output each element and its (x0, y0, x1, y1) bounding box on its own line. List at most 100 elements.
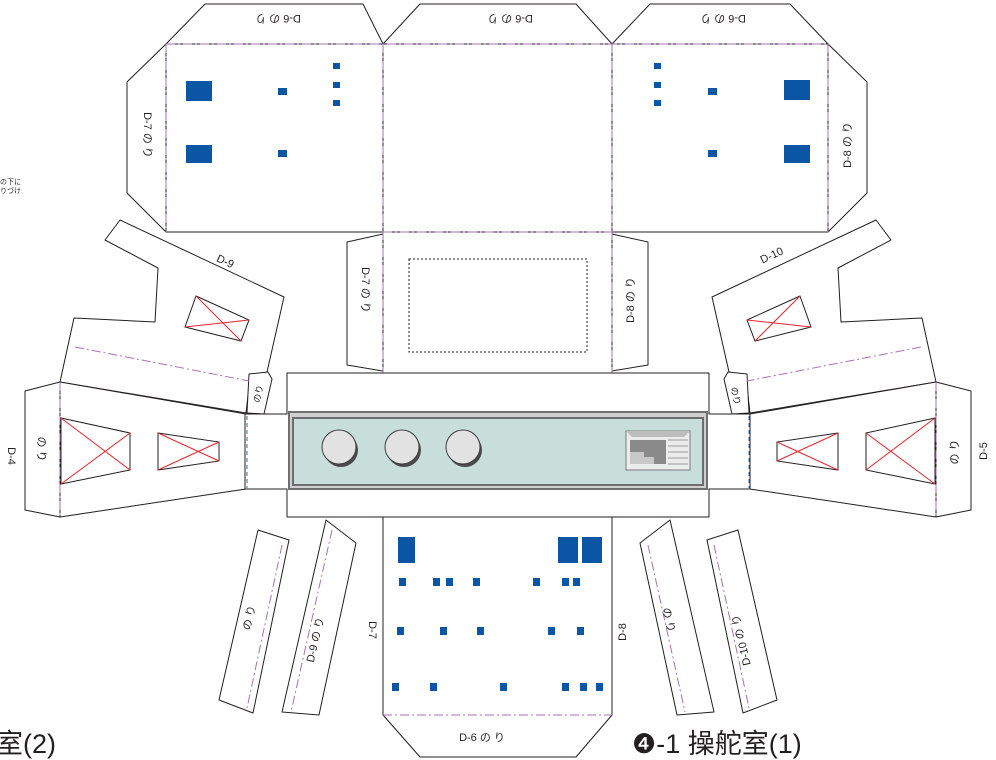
side-note: の下に (0, 178, 21, 186)
glue-label: D-8 の り (841, 122, 854, 168)
glue-label: D-6 の り (700, 12, 746, 25)
part-label: D-5 (978, 442, 990, 460)
cutout-window (157, 432, 220, 471)
glue-label: D-7 の り (359, 267, 372, 313)
glue-label: のり (252, 384, 266, 404)
glue-label: の り (659, 606, 677, 633)
glue-label: D-6 の り (459, 731, 505, 744)
strip (281, 519, 357, 716)
fold-line (74, 346, 250, 382)
window-mark (558, 537, 578, 563)
window-mark (473, 578, 480, 586)
window-mark (577, 627, 584, 635)
window-mark (333, 63, 340, 69)
strip (706, 529, 778, 714)
window-mark (784, 145, 810, 163)
cutout-cross (776, 432, 839, 462)
window-mark (784, 80, 810, 100)
window-mark (562, 578, 569, 586)
strip (218, 529, 290, 714)
window-mark (580, 683, 587, 691)
window-mark (596, 683, 603, 691)
roof-right-panel (611, 43, 829, 233)
window-mark (278, 88, 287, 95)
fold-line (713, 544, 750, 709)
window-mark (562, 683, 569, 691)
cutout-window (60, 417, 131, 485)
part-label: D-4 (5, 447, 17, 465)
part-label: D-8 (617, 623, 629, 641)
window-mark (440, 627, 447, 635)
glue-label: の り (240, 604, 258, 631)
window-mark (399, 578, 406, 586)
glue-label: のり (729, 386, 743, 406)
right-strips: の り D-10 の り (639, 519, 778, 716)
window-mark (333, 100, 340, 106)
right-glue-tab (723, 371, 750, 415)
porthole (321, 429, 358, 467)
window-mark (333, 82, 340, 88)
window-mark (398, 537, 415, 563)
fold-line (290, 529, 333, 713)
window-mark (186, 145, 212, 163)
glue-label: D-6 の り (487, 12, 533, 25)
window-mark (654, 82, 661, 88)
window-mark (430, 683, 437, 691)
window-mark (573, 578, 580, 586)
bottom-assembly: D-7 D-8 D-6 の り (366, 516, 629, 758)
cutout-window (746, 295, 812, 342)
cutout-cross (184, 319, 250, 328)
fold-line (647, 544, 686, 713)
cutout-cross (865, 417, 936, 471)
window-mark (708, 150, 717, 157)
window-mark (278, 150, 287, 157)
window-mark (533, 578, 540, 586)
window-mark (654, 100, 661, 106)
glue-label: D-7 の り (141, 112, 154, 158)
cutout-cross (157, 432, 220, 462)
left-wing: D-9 のり D-4 の り (5, 219, 285, 518)
window-mark (446, 578, 453, 586)
window-cutout-outline (408, 258, 588, 353)
console-top (626, 431, 690, 437)
roof-center-panel (382, 43, 613, 233)
window-mark (433, 578, 440, 586)
left-strips: の り D-9 の り (218, 519, 357, 716)
glue-label: の り (948, 439, 961, 464)
cutout-cross (865, 432, 936, 485)
cutout-window (184, 295, 250, 342)
cutout-cross (157, 441, 220, 471)
cutout-window (865, 417, 936, 485)
cutout-cross (776, 441, 839, 471)
window-mark (186, 81, 212, 101)
porthole-rim (384, 429, 420, 465)
cutout-cross (60, 417, 131, 471)
roof-left-panel (165, 43, 384, 233)
cutout-window (776, 432, 839, 471)
roof-assembly: D-6 の り D-6 の り D-6 の り D-7 の り D-8 の り … (126, 3, 868, 374)
sheet-title-right: ❹-1 操舵室(1) (632, 729, 802, 759)
left-glue-tab (246, 371, 273, 415)
window-mark (397, 627, 404, 635)
cutout-cross (746, 319, 812, 328)
glue-label: D-8 の り (624, 277, 637, 323)
cutout-cross (195, 295, 242, 342)
window-mark (582, 537, 602, 563)
fold-line (746, 346, 922, 382)
window-mark (654, 63, 661, 69)
main-body (244, 372, 751, 518)
porthole-rim (321, 429, 357, 465)
porthole-rim (445, 429, 481, 465)
window-mark (548, 627, 555, 635)
window-mark (477, 627, 484, 635)
part-label: D-10 (759, 245, 786, 266)
window-mark (500, 683, 507, 691)
strip (639, 519, 715, 716)
glue-label: D-6 の り (255, 12, 301, 25)
glue-label: の り (35, 436, 48, 461)
part-label: D-7 (366, 621, 378, 639)
sheet-title-left: 室(2) (0, 729, 56, 759)
porthole (445, 429, 482, 467)
window-mark (392, 683, 399, 691)
